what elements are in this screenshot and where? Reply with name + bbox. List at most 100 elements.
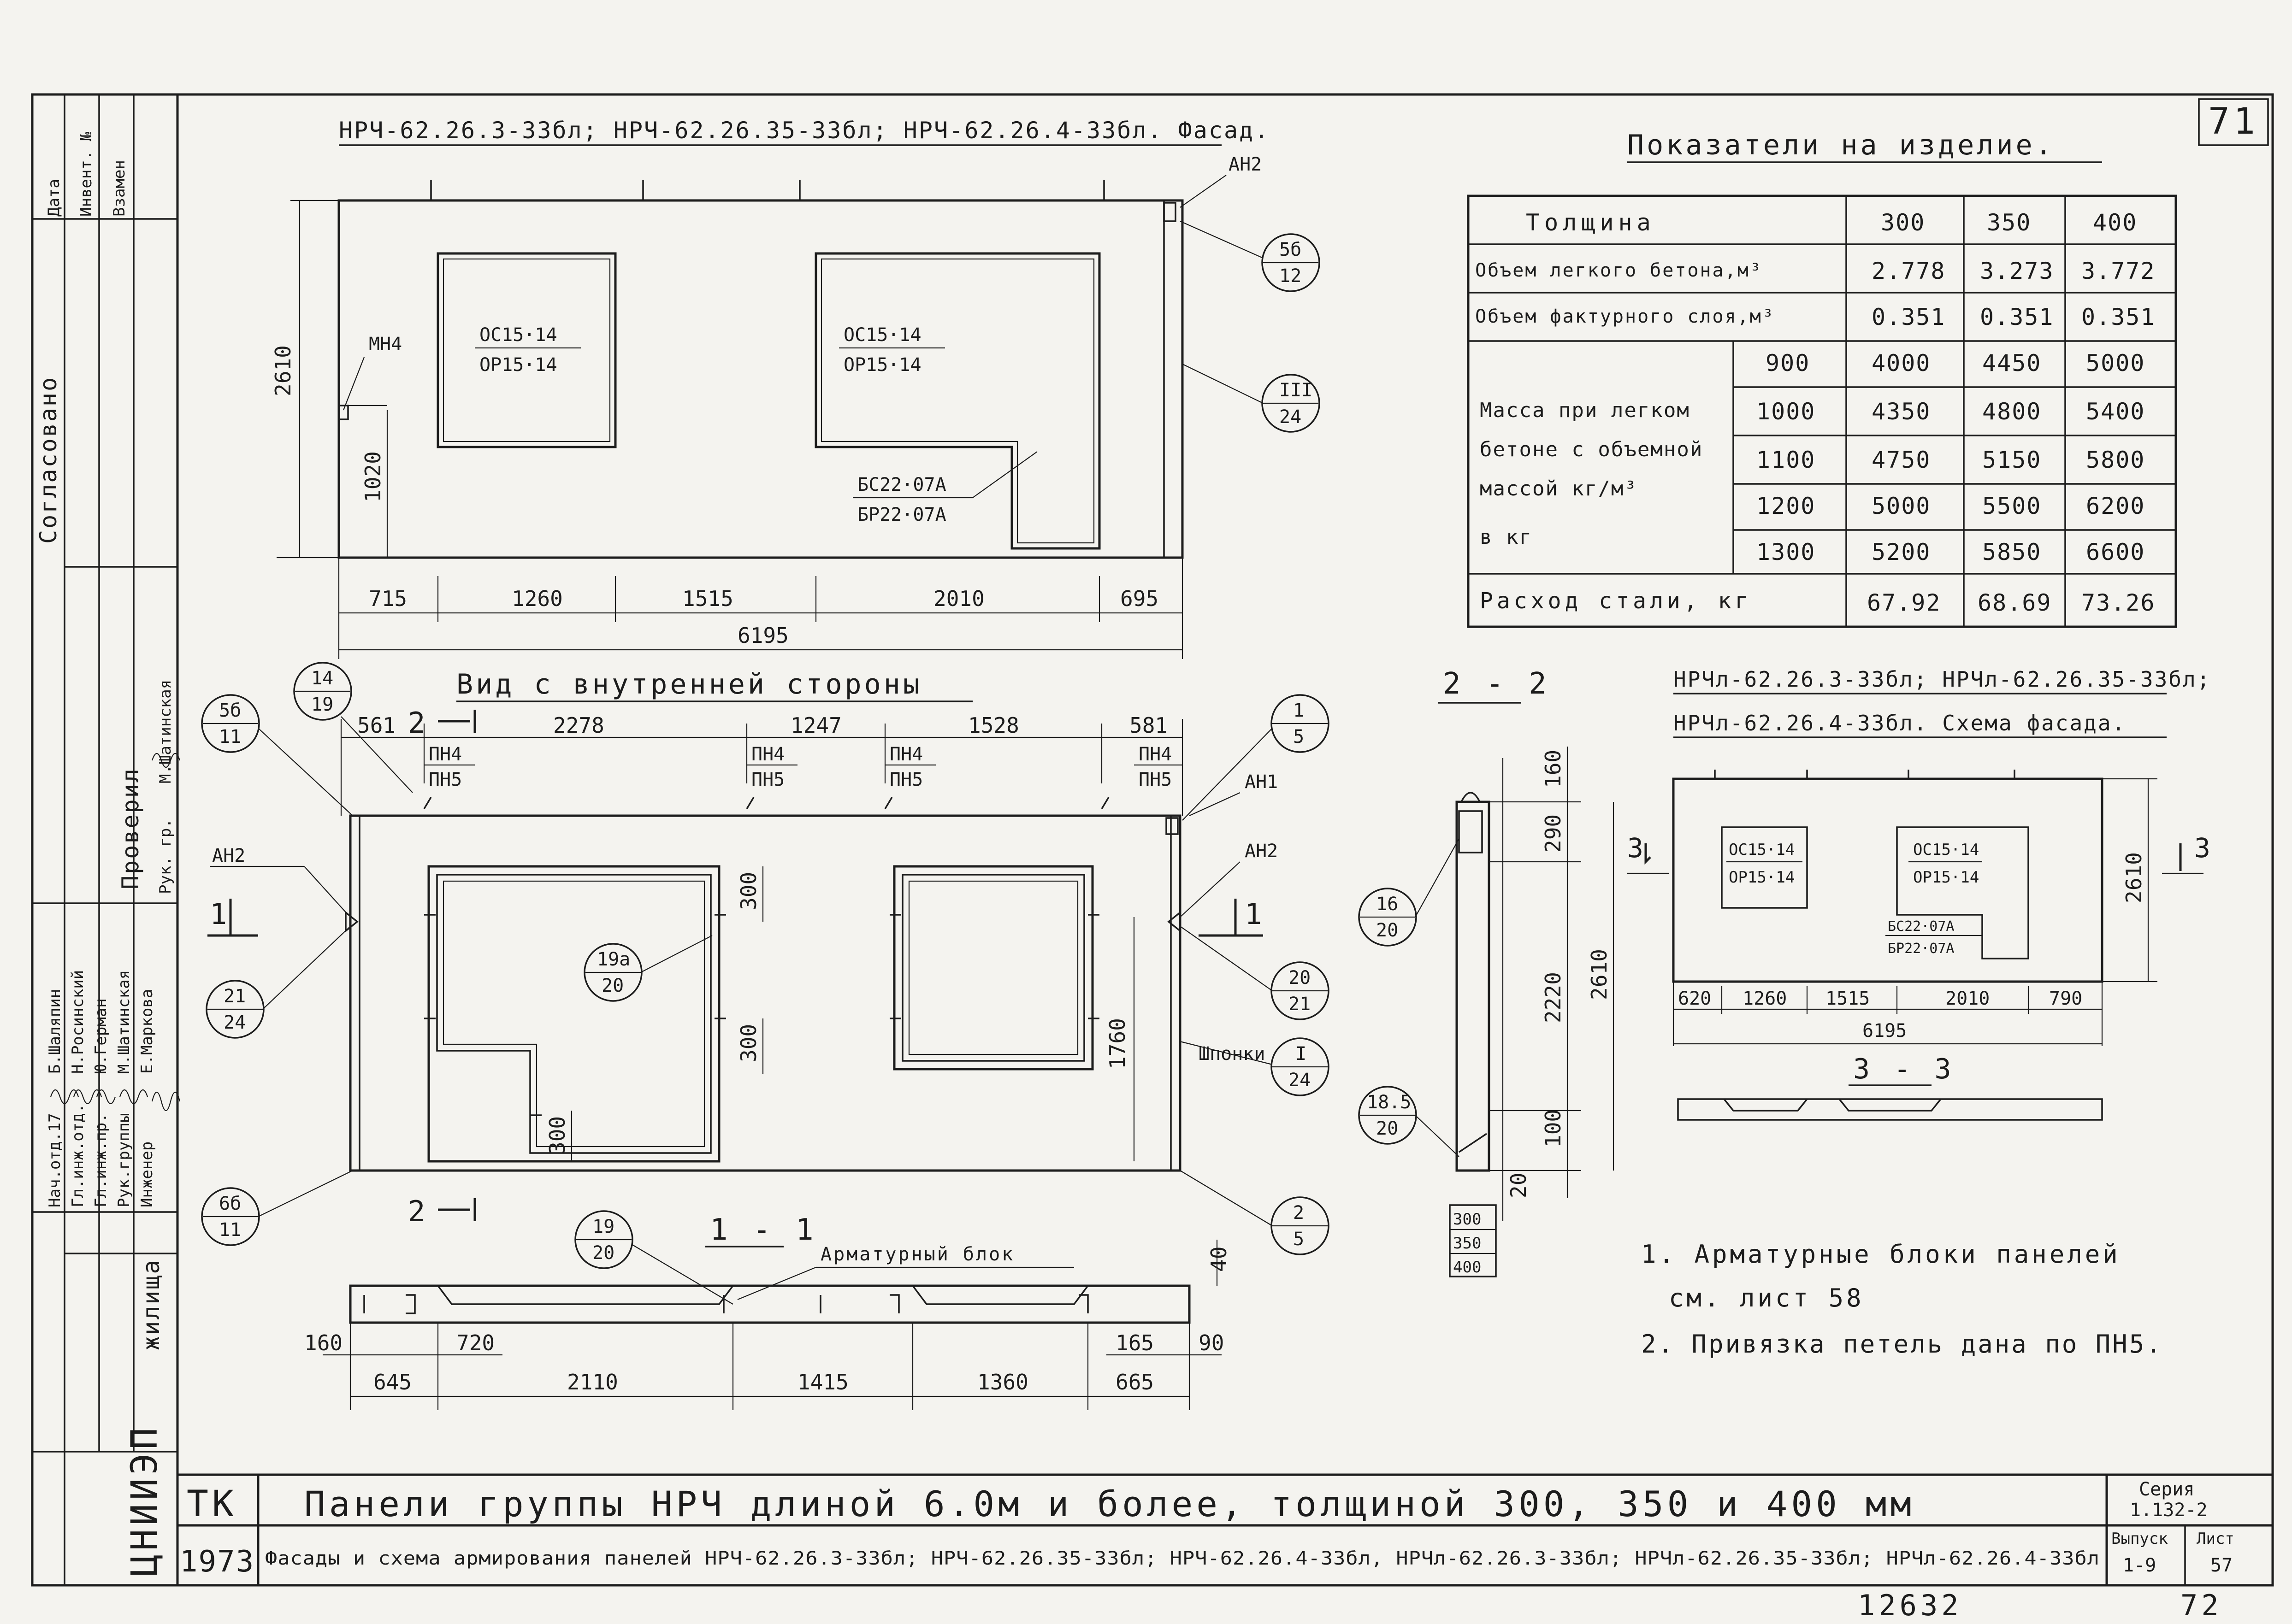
title-block: ТК 1973 Панели группы НРЧ длиной 6.0м и … xyxy=(177,1473,2273,1585)
scheme-section-3-3-profile xyxy=(1677,1098,2103,1121)
inner-window-2 xyxy=(893,865,1094,1071)
scheme-total: 6195 xyxy=(1862,1020,1907,1041)
inner-top-dim: 581 xyxy=(1129,713,1168,738)
facade-w2-bottom: ОР15·14 xyxy=(844,354,922,376)
inner-callout-14-19 xyxy=(293,662,352,721)
callout-text: I xyxy=(1295,1043,1306,1065)
scheme-window-door-2 xyxy=(1896,826,2029,959)
left-strip: Дата Инвент. № Взамен Согласовано Провер… xyxy=(32,94,181,1585)
scheme-label: ОС15·14 xyxy=(1913,841,1979,859)
tb-series: 1.132-2 xyxy=(2130,1500,2208,1521)
table-cell: 4000 xyxy=(1872,350,1931,377)
callout-text: 5 xyxy=(1293,726,1304,747)
facade-label-mn4: МН4 xyxy=(369,334,402,355)
strip-checked: Проверил xyxy=(117,767,144,889)
loop-label: ПН5 xyxy=(751,769,785,790)
section-dim: 160 xyxy=(304,1330,343,1355)
strip-header-replace: Взамен xyxy=(110,160,129,217)
note-2: 2. Привязка петель дана по ПН5. xyxy=(1641,1330,2163,1359)
callout-text: 24 xyxy=(1288,1070,1311,1091)
section-1-1-title: 1 - 1 xyxy=(710,1213,817,1247)
signature-4 xyxy=(119,1089,148,1105)
section-2-top: 2 xyxy=(408,706,429,740)
th-300: 300 xyxy=(1881,209,1925,236)
scheme-section-3-left: 3 xyxy=(1627,832,1647,864)
scheme-drawing: НРЧл-62.26.3-33бл; НРЧл-62.26.35-33бл; Н… xyxy=(1627,667,2214,1121)
table-cell: 68.69 xyxy=(1978,589,2052,616)
scheme-label: ОР15·14 xyxy=(1913,868,1979,887)
steel-label: Расход стали, кг xyxy=(1480,588,1752,614)
facade-height-dim: 2610 xyxy=(271,345,295,396)
signature-3 xyxy=(96,1089,116,1105)
tb-series-label: Серия xyxy=(2139,1479,2194,1500)
strip-role-2: Гл.инж.пр. xyxy=(92,1113,110,1207)
table-cell: 5800 xyxy=(2086,447,2145,473)
org-name: ЦНИИЭП xyxy=(124,1424,165,1576)
callout-text: 20 xyxy=(602,975,624,996)
facade-label-an2: АН2 xyxy=(1229,154,1262,175)
section22-callout-185-20 xyxy=(1358,1086,1417,1145)
strip-name-4: Е.Маркова xyxy=(138,989,156,1074)
inner-callout-I-24 xyxy=(1270,1037,1329,1096)
callout-text: 11 xyxy=(219,1219,241,1241)
strip-role-3: Рук.группы xyxy=(115,1113,133,1207)
scheme-section-3-right: 3 xyxy=(2194,832,2214,864)
facade-dim-3: 2010 xyxy=(933,586,985,611)
facade-w1-top: ОС15·14 xyxy=(479,324,557,346)
loop-label: ПН4 xyxy=(890,744,923,765)
signature-5 xyxy=(151,1091,181,1112)
scheme-dim: 790 xyxy=(2049,988,2082,1009)
table-cell: 5400 xyxy=(2086,398,2145,425)
section-2-arrow-top xyxy=(438,710,476,733)
facade-callout-III-24 xyxy=(1261,374,1320,433)
signature-1 xyxy=(50,1089,79,1105)
callout-text: 19а xyxy=(597,949,630,970)
section-1-left: 1 xyxy=(210,897,230,931)
sheet-frame xyxy=(31,93,2274,1587)
sheet-number: 71 xyxy=(2208,101,2259,142)
tb-issue-label: Выпуск xyxy=(2111,1530,2168,1548)
inner-top-dim: 561 xyxy=(357,713,396,738)
table-cell: 5150 xyxy=(1982,447,2041,473)
table-cell: 5850 xyxy=(1982,539,2041,565)
signature-2 xyxy=(73,1089,102,1105)
table-cell: 0.351 xyxy=(1872,304,1946,330)
table-cell: 4750 xyxy=(1872,447,1931,473)
scheme-title-2: НРЧл-62.26.4-33бл. Схема фасада. xyxy=(1673,711,2126,736)
table-cell: 1300 xyxy=(1756,539,1815,565)
scheme-section-3-3: 3 - 3 xyxy=(1853,1053,1955,1085)
th-thickness: Толщина xyxy=(1526,209,1655,236)
section-22-dim: 20 xyxy=(1506,1173,1531,1198)
scheme-panel xyxy=(1672,777,2103,983)
callout-text: 24 xyxy=(224,1012,246,1033)
inner-dim-300: 300 xyxy=(736,1024,761,1062)
section-callout-19-20 xyxy=(574,1210,633,1269)
tb-code: ТК xyxy=(187,1483,237,1525)
inner-top-dim: 1247 xyxy=(791,713,842,738)
section-22-dim: 100 xyxy=(1541,1109,1565,1147)
section-dim: 720 xyxy=(456,1330,495,1355)
strip-name-2: Ю.Герман xyxy=(92,998,110,1074)
label-an2-left: АН2 xyxy=(212,845,245,866)
thickness-value: 350 xyxy=(1453,1234,1481,1253)
mass-label-3: в кг xyxy=(1480,525,1532,549)
table-cell: 5000 xyxy=(2086,350,2145,377)
scheme-dim: 1515 xyxy=(1825,988,1870,1009)
callout-text: 12 xyxy=(1279,265,1301,287)
inner-top-dim: 1528 xyxy=(968,713,1019,738)
facade-sill-dim: 1020 xyxy=(360,451,385,502)
tb-year: 1973 xyxy=(180,1545,254,1579)
inner-callout-5b-11 xyxy=(201,694,260,753)
table-cell: 4350 xyxy=(1872,398,1931,425)
callout-text: 21 xyxy=(224,986,246,1007)
strip-checker-role: Рук. гр. xyxy=(156,818,175,894)
facade-window-door-2 xyxy=(815,252,1101,550)
thickness-value: 300 xyxy=(1453,1210,1481,1229)
indicators-title: Показатели на изделие. xyxy=(1627,129,2055,161)
section-22-total: 2610 xyxy=(1587,949,1612,1000)
scheme-dim: 620 xyxy=(1678,988,1711,1009)
inner-dim-300: 300 xyxy=(736,872,761,910)
inner-callout-1-5 xyxy=(1270,694,1329,753)
scheme-window-1 xyxy=(1721,826,1808,909)
note-1: 1. Арматурные блоки панелей xyxy=(1641,1240,2121,1269)
